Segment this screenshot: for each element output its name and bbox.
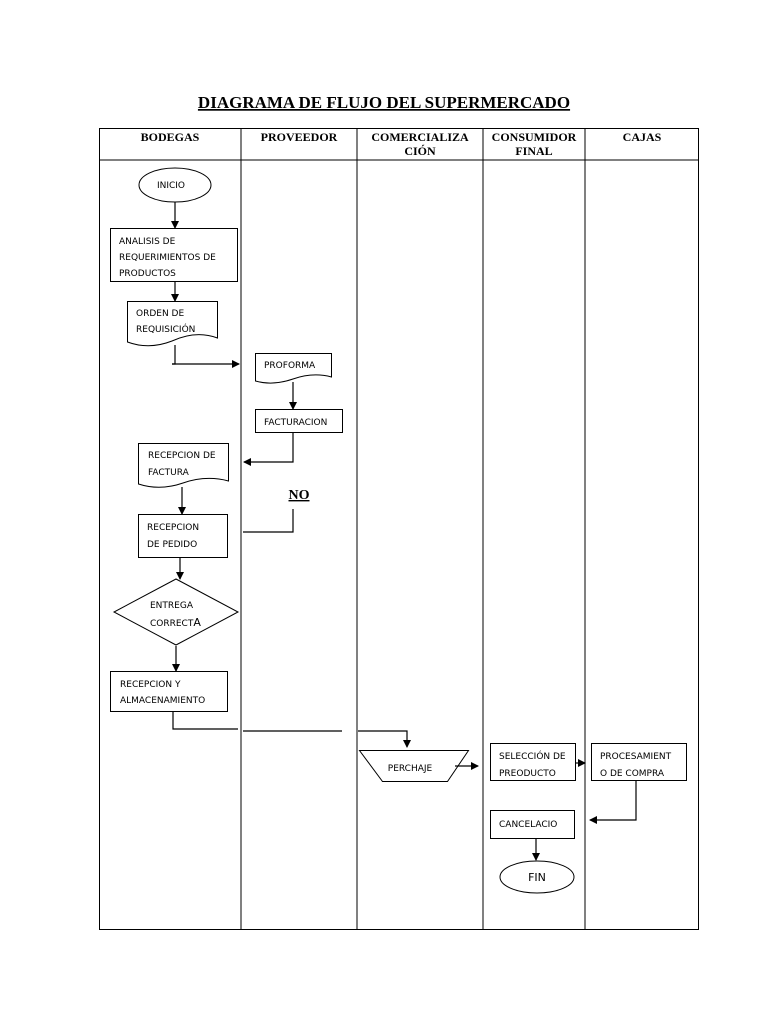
- procesamiento-label-1: PROCESAMIENT: [600, 752, 672, 762]
- line-procesamiento-cancelacion: [600, 781, 637, 821]
- seleccion-label-2: PREODUCTO: [499, 769, 556, 779]
- line-almacen-perchaje-1: [172, 712, 238, 730]
- line-facturacion-recepcion-factura: [262, 433, 294, 463]
- lane-header-cajas: CAJAS: [623, 130, 662, 144]
- recepcion-pedido-label-2: DE PEDIDO: [147, 540, 197, 550]
- arrow-orden-proforma: [172, 345, 176, 365]
- facturacion-label: FACTURACION: [264, 418, 327, 428]
- orden-label-2: REQUISICIÓN: [136, 323, 195, 335]
- lane-header-bodegas: BODEGAS: [141, 130, 200, 144]
- orden-label-1: ORDEN DE: [136, 309, 184, 319]
- entrega-label-1: ENTREGA: [150, 601, 194, 611]
- recepcion-factura-document: [138, 443, 229, 488]
- perchaje-manual-operation: [358, 750, 470, 782]
- analisis-label-2: REQUERIMIENTOS DE: [119, 253, 216, 263]
- proforma-document: [255, 353, 332, 384]
- analisis-label-3: PRODUCTOS: [119, 269, 176, 279]
- analisis-label-1: ANALISIS DE: [119, 237, 176, 247]
- end-terminal: [499, 860, 575, 894]
- facturacion-process: [255, 409, 343, 433]
- lane-header-consumidor: CONSUMIDOR: [492, 130, 577, 144]
- page-title: DIAGRAMA DE FLUJO DEL SUPERMERCADO: [198, 93, 570, 112]
- analisis-process: [110, 228, 238, 282]
- entrega-decision: [112, 578, 240, 646]
- perchaje-label: PERCHAJE: [388, 764, 433, 774]
- proforma-label: PROFORMA: [264, 361, 316, 371]
- start-label: INICIO: [157, 181, 185, 191]
- recepcion-factura-label-1: RECEPCION DE: [148, 451, 216, 461]
- end-label: FIN: [528, 871, 546, 884]
- entrega-label-2: CORRECTA: [150, 616, 201, 629]
- recepcion-almacen-process: [110, 671, 228, 712]
- entrega-label-2a: CORRECT: [150, 619, 194, 629]
- recepcion-almacen-label-1: RECEPCION Y: [120, 680, 181, 690]
- seleccion-label-1: SELECCIÓN DE: [499, 750, 566, 762]
- swimlane-table: [99, 128, 699, 930]
- lane-header-consumidor-line2: FINAL: [515, 144, 552, 158]
- procesamiento-label-2: O DE COMPRA: [600, 769, 665, 779]
- recepcion-almacen-label-2: ALMACENAMIENTO: [120, 696, 205, 706]
- recepcion-pedido-process: [138, 514, 228, 558]
- entrega-label-2b: A: [193, 616, 201, 629]
- recepcion-pedido-label-1: RECEPCION: [147, 523, 199, 533]
- cancelacion-label: CANCELACIO: [499, 820, 557, 830]
- procesamiento-process: [591, 743, 687, 781]
- recepcion-factura-label-2: FACTURA: [148, 468, 190, 478]
- lane-header-comercializacion-line2: CIÓN: [404, 144, 436, 158]
- orden-document: [127, 301, 218, 347]
- lane-header-proveedor: PROVEEDOR: [261, 130, 338, 144]
- line-almacen-perchaje-3: [358, 730, 408, 738]
- cancelacion-process: [490, 810, 575, 839]
- no-label: NO: [289, 488, 310, 503]
- line-no-return: [243, 509, 294, 533]
- seleccion-process: [490, 743, 576, 781]
- lane-header-comercializacion: COMERCIALIZA: [371, 130, 469, 144]
